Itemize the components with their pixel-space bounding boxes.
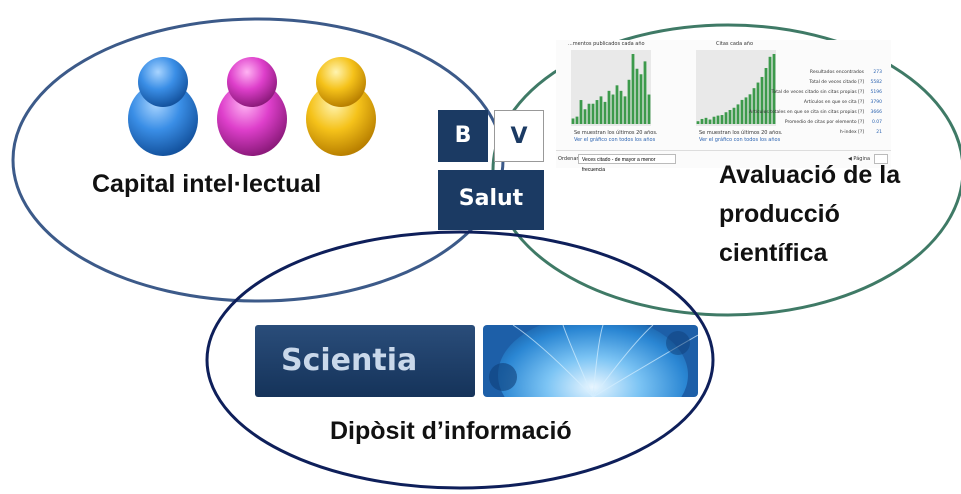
chart2-bar [728, 110, 732, 124]
chart1-bar [647, 94, 651, 124]
chart2-bar [748, 94, 752, 124]
capital-label: Capital intel·lectual [92, 170, 322, 198]
stat-row: Artículos en que se cita [?]3790 [803, 100, 882, 105]
chart1-bar [623, 96, 627, 124]
stat-row: Promedio de citas por elemento [?]0.07 [784, 120, 882, 125]
chart1-all-years-link[interactable]: Ver el gráfico con todos los años [574, 137, 656, 143]
chart1-caption: Se muestran los últimos 20 años. [574, 130, 658, 136]
chart2-bar [760, 76, 764, 124]
evaluation-label: Avaluació de la producció científica [719, 156, 961, 273]
chart2-bar [724, 112, 728, 124]
chart2-caption: Se muestran los últimos 20 años. [699, 130, 783, 136]
chart2-bar [756, 82, 760, 124]
chart1-bar [643, 61, 647, 124]
chart2-bar [768, 56, 772, 124]
bv-salut-logo: B V Salut [436, 100, 549, 235]
chart1-bar [579, 100, 583, 124]
sort-label: Ordenar por: [558, 156, 590, 162]
chart1-bar [571, 118, 575, 124]
chart1-title: ...mentos publicados cada año [568, 41, 645, 47]
chart2-bar [720, 115, 724, 124]
scientia-logo-box: Scientia [255, 325, 475, 397]
evaluation-label-line: producció [719, 200, 840, 228]
sort-select[interactable]: Veces citado - de mayor a menor frecuenc… [578, 154, 676, 173]
repository-label: Dipòsit d’informació [330, 417, 572, 445]
page-input[interactable] [874, 154, 888, 164]
chart2-bar [700, 118, 704, 124]
chart2-bar [740, 99, 744, 124]
chart1-bar [639, 74, 643, 124]
stat-row: h-index [?]21 [839, 130, 882, 135]
chart2-bar [752, 88, 756, 124]
scientia-shell-image [483, 325, 698, 397]
chart1-bar [611, 94, 615, 124]
chart1-bar [619, 90, 623, 124]
stat-row: Total de veces citado [?]5582 [809, 80, 882, 85]
evaluation-label-line: Avaluació de la [719, 161, 901, 189]
logo-salut-tile: Salut [438, 170, 544, 230]
chart1-bar [575, 116, 579, 124]
page-label: ◀ Página [848, 156, 871, 162]
chart2-all-years-link[interactable]: Ver el gráfico con todos los años [699, 137, 781, 143]
chart1-bar [599, 96, 603, 124]
chart2-bar [764, 68, 768, 124]
chart2-bar [712, 116, 716, 124]
scientia-banner: Scientia [255, 325, 698, 397]
chart1-bar [595, 100, 599, 124]
chart1-bar [631, 54, 635, 124]
chart1-bar [635, 68, 639, 124]
repository-ellipse [205, 230, 715, 490]
citation-charts [571, 50, 776, 126]
scientia-wordmark: Scientia [281, 343, 418, 378]
chart1-bar [583, 109, 587, 124]
chart1-bar [627, 79, 631, 124]
chart1-bar [603, 101, 607, 124]
logo-b-tile: B [438, 110, 488, 162]
evaluation-label-line: científica [719, 239, 828, 267]
chart1-bar [607, 90, 611, 124]
citation-stats-panel: ...mentos publicados cada año Citas cada… [556, 40, 891, 173]
chart2-bar [704, 117, 708, 124]
logo-v-tile: V [494, 110, 544, 162]
person-yellow-icon [306, 57, 376, 156]
stat-row: Total de veces citado sin citas propias … [771, 90, 882, 95]
stat-row: Artículos totales en que se cita sin cit… [749, 110, 882, 115]
chart2-bar [708, 119, 712, 124]
chart2-bar [744, 97, 748, 124]
chart1-bar [591, 103, 595, 124]
chart1-bar [615, 85, 619, 124]
chart2-bar [772, 54, 776, 124]
chart2-bar [716, 115, 720, 124]
chart2-bar [696, 121, 700, 124]
chart2-title: Citas cada año [716, 41, 754, 47]
chart2-bar [736, 104, 740, 124]
sort-bar: Ordenar por: Veces citado - de mayor a m… [556, 150, 891, 173]
person-magenta-icon [217, 57, 287, 156]
person-blue-icon [128, 57, 198, 156]
chart2-bar [732, 107, 736, 124]
chart1-background [571, 50, 651, 126]
chart1-bar [587, 103, 591, 124]
